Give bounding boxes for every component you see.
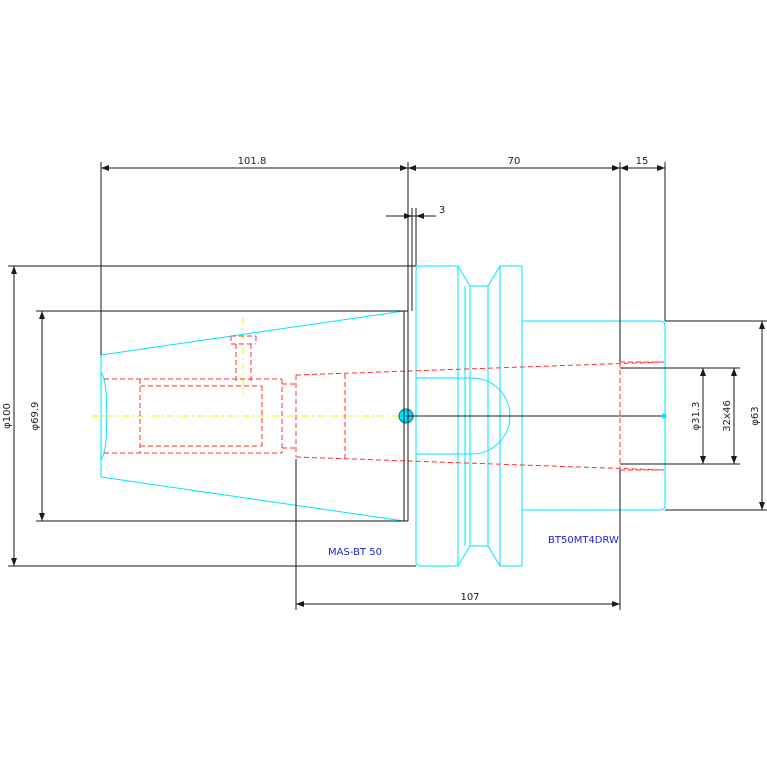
dim-text-d63: φ63 xyxy=(750,406,761,425)
axis-end-dot xyxy=(661,413,667,419)
dim-text-d100: φ100 xyxy=(2,403,13,429)
dim-text-101-8: 101.8 xyxy=(238,156,267,167)
dim-text-107: 107 xyxy=(460,592,479,603)
dim-arrow-3 xyxy=(404,213,424,219)
extension-lines xyxy=(8,162,767,610)
dim-text-70: 70 xyxy=(508,156,521,167)
label-mas-bt-50: MAS-BT 50 xyxy=(328,547,382,558)
hidden-cross-hole xyxy=(230,335,257,384)
left-taper-outline xyxy=(100,310,405,522)
label-bt50mt4drw: BT50MT4DRW xyxy=(548,535,619,546)
dim-text-15: 15 xyxy=(636,156,649,167)
dim-text-3: 3 xyxy=(439,205,445,216)
dim-text-32x46: 32x46 xyxy=(722,400,733,431)
dim-text-d69-9: φ69.9 xyxy=(30,402,41,431)
dim-text-d31-3: φ31.3 xyxy=(691,402,702,431)
hidden-bore-left xyxy=(104,378,296,454)
